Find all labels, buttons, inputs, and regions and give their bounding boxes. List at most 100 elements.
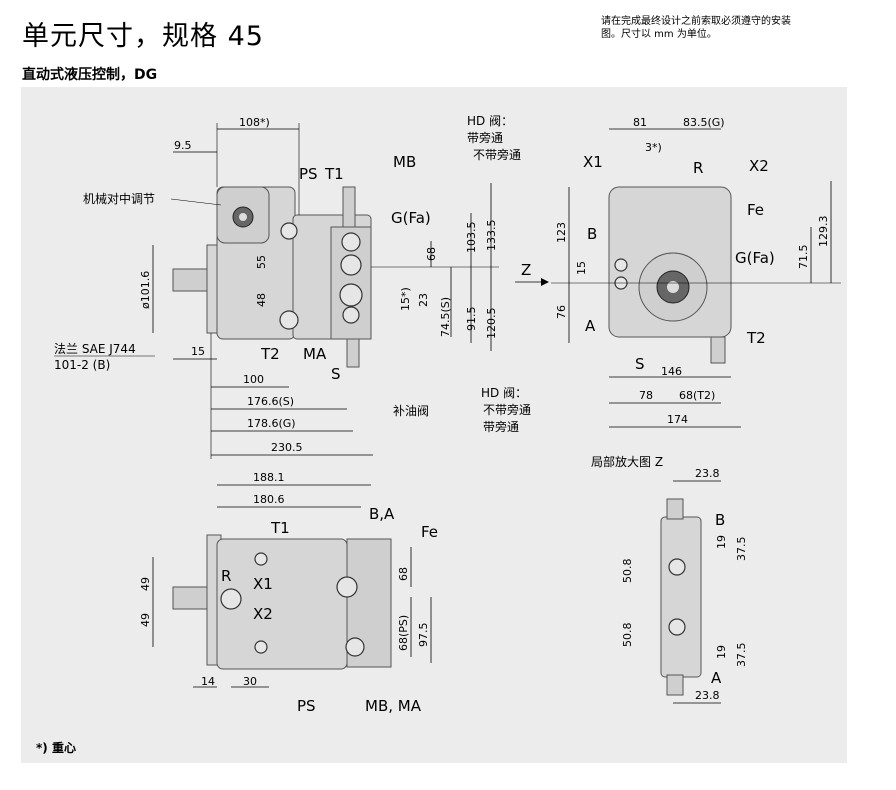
label-flange-1: 法兰 SAE J744	[54, 342, 136, 356]
dim-78: 78	[639, 389, 653, 402]
label-g-fa: G(Fa)	[391, 209, 431, 227]
dim-74-5: 74.5(S)	[439, 297, 452, 337]
port-ps	[280, 222, 298, 240]
drawing-panel: 108*) 9.5 ø101.6 55 48 15 100 176.6(S) 1…	[21, 87, 847, 763]
label-g-fa-end: G(Fa)	[735, 249, 775, 267]
dim-180-6: 180.6	[253, 493, 285, 506]
dim-68-top: 68	[397, 567, 410, 581]
label-flange-2: 101-2 (B)	[54, 358, 110, 372]
dim-15: 15	[191, 345, 205, 358]
dim-55: 55	[255, 255, 268, 269]
dim-15-end: 15	[575, 261, 588, 275]
dim-176-6: 176.6(S)	[247, 395, 294, 408]
label-hd-top-1: HD 阀：	[467, 114, 513, 128]
label-mb: MB	[393, 153, 416, 171]
dim-48: 48	[255, 293, 268, 307]
detail-port-b	[668, 558, 686, 576]
label-x2: X2	[749, 157, 769, 175]
dim-14: 14	[201, 675, 215, 688]
dim-23: 23	[417, 293, 430, 307]
dim-174: 174	[667, 413, 688, 426]
port-r-top	[220, 588, 242, 610]
label-x1: X1	[583, 153, 603, 171]
dim-37-5-b: 37.5	[735, 643, 748, 668]
end-shaft-core	[667, 281, 679, 293]
dim-178-6: 178.6(G)	[247, 417, 296, 430]
label-mb-ma-top: MB, MA	[365, 697, 422, 715]
port-fe-top	[336, 576, 358, 598]
detail-z: 局部放大图 Z 23.8 19 37.5 50.8 50.8 19 37.5 2…	[591, 454, 748, 704]
label-x2-top: X2	[253, 605, 273, 623]
port-g	[340, 254, 362, 276]
label-boost-valve: 补油阀	[393, 404, 429, 418]
label-b-end: B	[587, 225, 597, 243]
label-fe: Fe	[747, 201, 764, 219]
label-ma: MA	[303, 345, 327, 363]
detail-z-title: 局部放大图 Z	[591, 454, 663, 469]
end-valve	[710, 336, 726, 364]
label-ps-top: PS	[297, 697, 316, 715]
dim-30: 30	[243, 675, 257, 688]
top-view: 188.1 180.6 49 49 68 68(PS) 97.5 14 30 T…	[139, 471, 438, 715]
dim-49-b: 49	[139, 613, 152, 627]
port-ma	[342, 306, 360, 324]
dim-9-5: 9.5	[174, 139, 192, 152]
port-mb-top	[345, 637, 365, 657]
z-label: Z	[521, 261, 531, 279]
dim-3-star: 3*)	[645, 141, 662, 154]
side-view: 108*) 9.5 ø101.6 55 48 15 100 176.6(S) 1…	[54, 114, 549, 459]
dim-23-8-a: 23.8	[695, 467, 720, 480]
label-mech-adjust: 机械对中调节	[83, 191, 155, 206]
label-x1-top: X1	[253, 575, 273, 593]
dim-103-5: 103.5	[465, 222, 478, 254]
dim-50-8-a: 50.8	[621, 559, 634, 584]
dim-108: 108*)	[239, 116, 270, 129]
dim-97-5: 97.5	[417, 623, 430, 648]
dim-19-a: 19	[715, 535, 728, 549]
dim-133-5: 133.5	[485, 220, 498, 252]
hd-valve-top	[342, 186, 356, 228]
dim-71-5: 71.5	[797, 245, 810, 270]
dim-68-t2: 68(T2)	[679, 389, 715, 402]
dim-49-a: 49	[139, 577, 152, 591]
detail-block	[660, 516, 702, 678]
detail-valve-top	[666, 498, 684, 520]
z-arrow-head	[541, 278, 549, 286]
dim-37-5-a: 37.5	[735, 537, 748, 562]
detail-label-b: B	[715, 511, 725, 529]
port-x2-top	[254, 640, 268, 654]
dim-100: 100	[243, 373, 264, 386]
label-hd-bot-3: 带旁通	[483, 419, 519, 434]
installation-note: 请在完成最终设计之前索取必须遵守的安装 图。尺寸以 mm 为单位。	[601, 16, 791, 40]
dim-146: 146	[661, 365, 682, 378]
dim-129-3: 129.3	[817, 216, 830, 248]
label-t1: T1	[324, 165, 344, 183]
detail-label-a: A	[711, 669, 722, 687]
port-b-end	[614, 258, 628, 272]
label-hd-bot-2: 不带旁通	[483, 402, 531, 417]
dim-91-5: 91.5	[465, 307, 478, 332]
label-t2: T2	[260, 345, 280, 363]
dim-120-5: 120.5	[485, 308, 498, 340]
port-s	[339, 283, 363, 307]
detail-port-a	[668, 618, 686, 636]
footnote-center-of-gravity: *) 重心	[36, 741, 76, 755]
label-ba-top: B,A	[369, 505, 395, 523]
leader	[170, 198, 222, 206]
dim-230-5: 230.5	[271, 441, 303, 454]
label-r-top: R	[221, 567, 231, 585]
drive-shaft	[172, 268, 212, 292]
dim-19-b: 19	[715, 645, 728, 659]
detail-valve-bottom	[666, 674, 684, 696]
dim-188-1: 188.1	[253, 471, 285, 484]
hd-valve-bottom	[346, 338, 360, 368]
label-ps: PS	[299, 165, 318, 183]
label-r: R	[693, 159, 703, 177]
dim-123: 123	[555, 222, 568, 243]
page-title: 单元尺寸，规格 45	[22, 21, 264, 52]
port-mb	[341, 232, 361, 252]
port-x1-top	[254, 552, 268, 566]
label-a-end: A	[585, 317, 596, 335]
dim-83-5: 83.5(G)	[683, 116, 725, 129]
label-hd-top-2: 带旁通	[467, 130, 503, 145]
